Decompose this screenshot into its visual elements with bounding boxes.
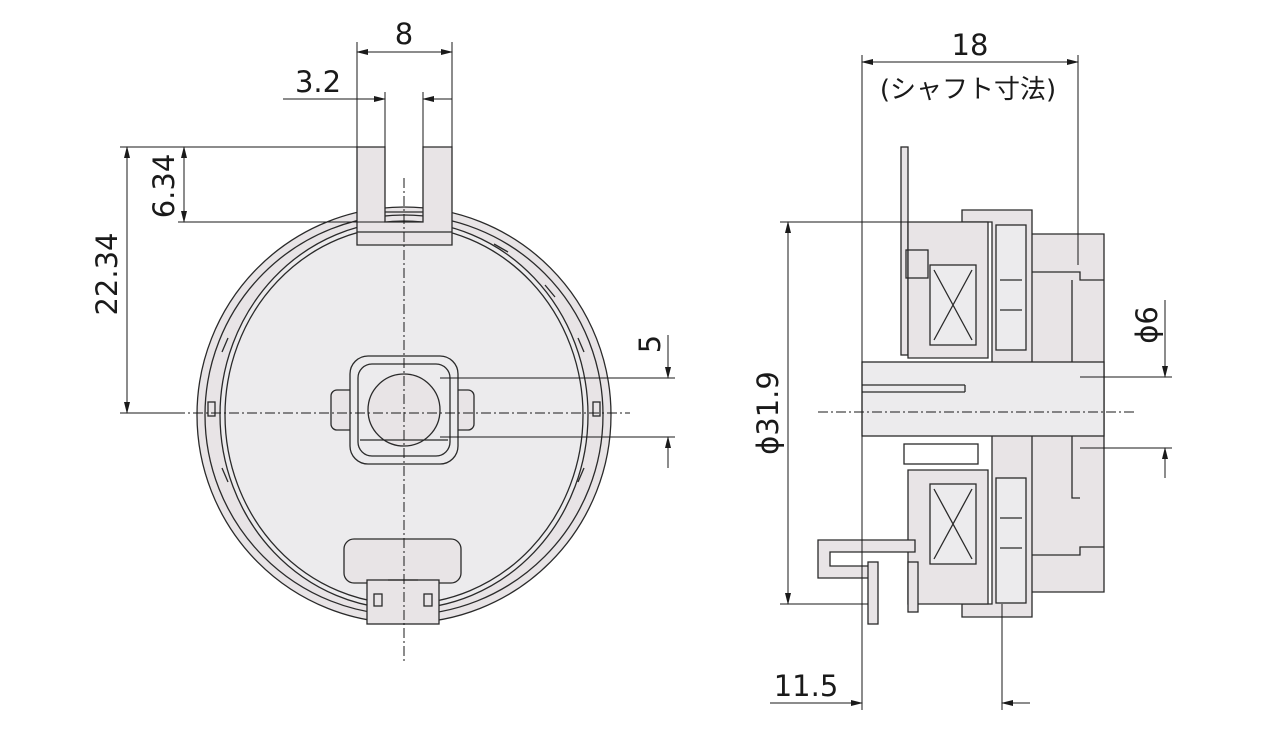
- connector-pin-right: [423, 593, 433, 607]
- hub-step-bottom: [1030, 546, 1104, 556]
- lead-bracket: [817, 539, 916, 579]
- side-view: 18 (シャフト寸法) ϕ31.9 ϕ6 11.5: [751, 28, 1172, 710]
- coil-bottom-cross: [933, 488, 973, 560]
- dim-shaft-diameter: ϕ6: [1130, 306, 1164, 344]
- mounting-plate: [900, 146, 909, 356]
- dim-center-height: 22.34: [90, 232, 124, 315]
- dim-tab-height: 6.34: [147, 154, 181, 219]
- dim-shaft-flat: 5: [633, 335, 667, 353]
- dim-shaft-length-note: (シャフト寸法): [880, 75, 1056, 105]
- notch-l2: [221, 337, 229, 353]
- connector-body: [343, 538, 462, 584]
- notch-left: [207, 401, 216, 417]
- notch-tr: [493, 243, 509, 253]
- connector-pin-left: [373, 593, 383, 607]
- shaft: [861, 361, 1105, 437]
- coil-top-cross: [933, 269, 973, 341]
- notch-tr2: [544, 284, 556, 298]
- coil-bottom-plate: [903, 443, 979, 465]
- notch-right: [592, 401, 601, 417]
- connector-plug: [366, 579, 440, 625]
- hub-step-top: [1030, 271, 1104, 281]
- notch-r3: [577, 467, 585, 483]
- armature-plate-top: [995, 224, 1027, 351]
- dim-shaft-length: 18: [952, 28, 989, 62]
- dim-mount-offset: 11.5: [774, 669, 839, 703]
- notch-l3: [221, 467, 229, 483]
- front-view: 8 3.2 6.34 22.34 5: [90, 17, 675, 662]
- dim-top-width: 8: [395, 17, 413, 51]
- hub-inner-line: [1071, 280, 1080, 499]
- dim-slot-width: 3.2: [295, 65, 341, 99]
- terminal-pin-1: [867, 561, 879, 625]
- notch-r2: [577, 337, 585, 353]
- shaft-circle: [367, 373, 441, 447]
- armature-plate-bottom: [995, 477, 1027, 604]
- dim-body-diameter: ϕ31.9: [751, 371, 785, 455]
- terminal-pin-2: [907, 561, 919, 613]
- coil-top-lug: [905, 249, 929, 279]
